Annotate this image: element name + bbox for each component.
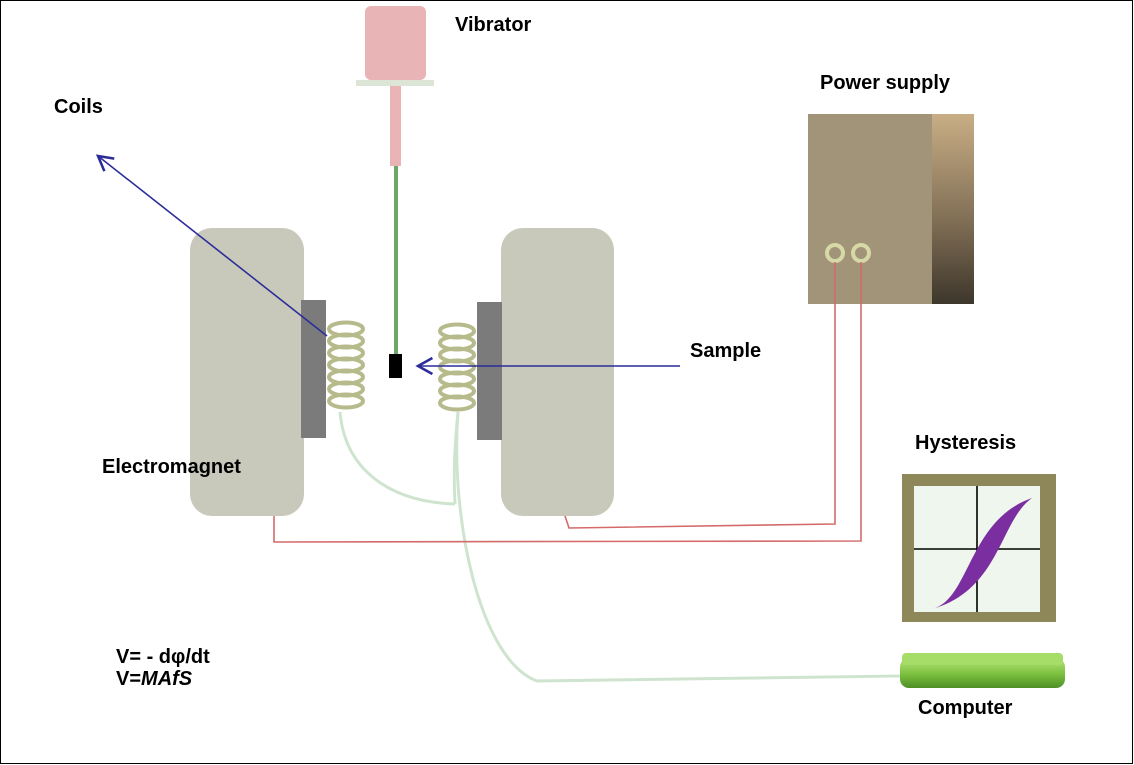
coils-label: Coils [54, 96, 103, 118]
hysteresis-loop [932, 498, 1032, 609]
formula-line-2-prefix: V= [116, 668, 142, 690]
hysteresis-label: Hysteresis [915, 432, 1017, 454]
vibrator-plate [356, 80, 434, 86]
electromagnet-left [190, 228, 304, 516]
power-wires [273, 262, 862, 543]
pole-piece-left [301, 300, 326, 438]
power-supply-side [932, 114, 974, 304]
power-supply-label: Power supply [820, 72, 951, 94]
formula-line-2-italic: MAfS [141, 668, 193, 690]
sample-holder [389, 354, 402, 378]
computer-top [902, 653, 1063, 665]
coil-wires [338, 411, 901, 683]
pole-piece-right [477, 302, 502, 440]
vibrator-shaft [390, 86, 401, 166]
vibrator-rod [394, 166, 398, 356]
vibrator-label: Vibrator [455, 14, 532, 36]
sample-label: Sample [690, 340, 762, 362]
formula-line-2: V=MAfS [116, 668, 210, 690]
computer-label: Computer [918, 697, 1013, 719]
formula-line-1: V= - dφ/dt [116, 646, 210, 668]
computer-body [900, 658, 1065, 688]
coils-left [327, 320, 365, 410]
coils-right [438, 322, 476, 412]
vibrator-head [365, 6, 426, 80]
power-terminal-left [825, 243, 845, 263]
electromagnet-right [501, 228, 614, 516]
coils-pointer-arrow [95, 154, 328, 337]
power-supply-front [808, 114, 932, 304]
electromagnet-label: Electromagnet [102, 456, 241, 478]
formula-block: V= - dφ/dt V=MAfS [116, 646, 210, 690]
power-terminal-right [851, 243, 871, 263]
